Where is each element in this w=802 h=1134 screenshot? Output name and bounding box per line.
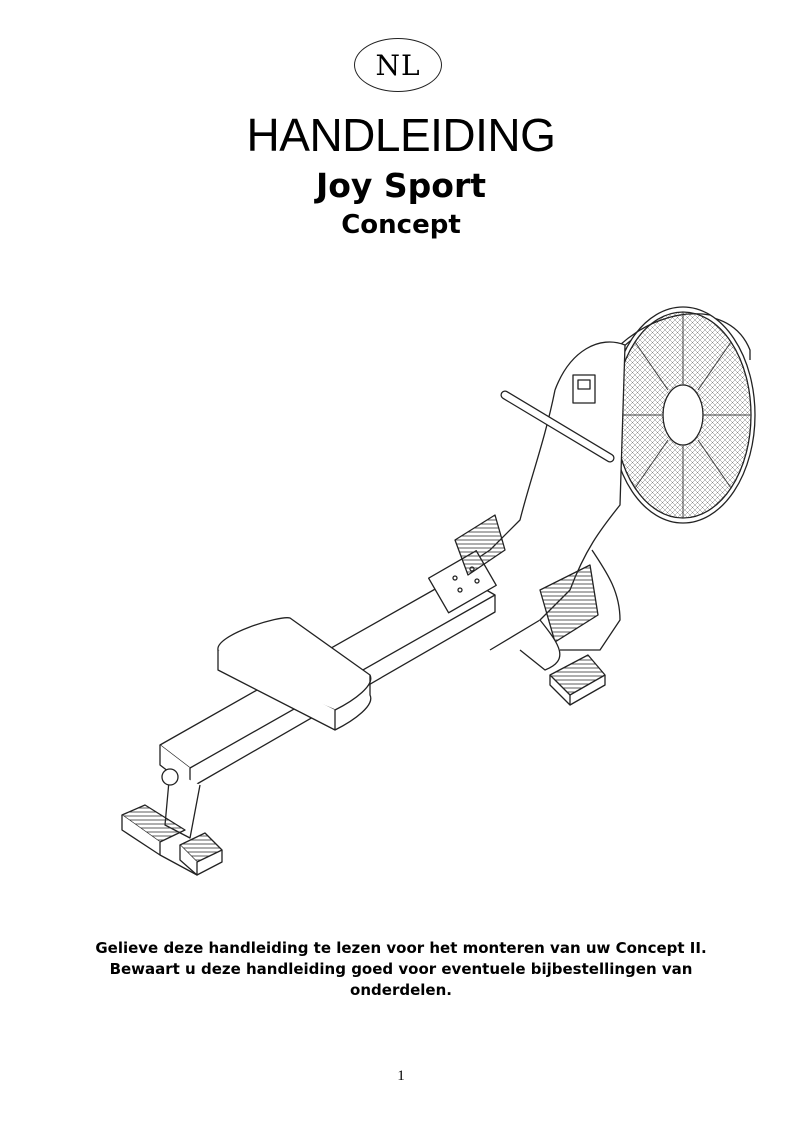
rowing-machine-illustration: [121, 306, 756, 876]
language-badge: NL: [354, 38, 442, 92]
flywheel-fan: [599, 306, 756, 524]
assembly-notice: Gelieve deze handleiding te lezen voor h…: [80, 938, 722, 1001]
product-name: Concept: [341, 210, 461, 240]
notice-line-1: Gelieve deze handleiding te lezen voor h…: [95, 939, 707, 957]
notice-line-3: onderdelen.: [350, 981, 452, 999]
notice-line-2: Bewaart u deze handleiding goed voor eve…: [109, 960, 693, 978]
foot-rests: [454, 514, 599, 671]
frame-column: [459, 341, 626, 651]
rear-stabilizer: [121, 768, 223, 876]
page-title: HANDLEIDING: [246, 109, 556, 161]
seat: [217, 617, 372, 731]
brand-subtitle: Joy Sport: [315, 166, 487, 205]
page-number: 1: [397, 1068, 405, 1084]
language-badge-label: NL: [375, 48, 421, 82]
handle-bar: [500, 390, 615, 463]
front-stabilizer: [549, 654, 606, 706]
